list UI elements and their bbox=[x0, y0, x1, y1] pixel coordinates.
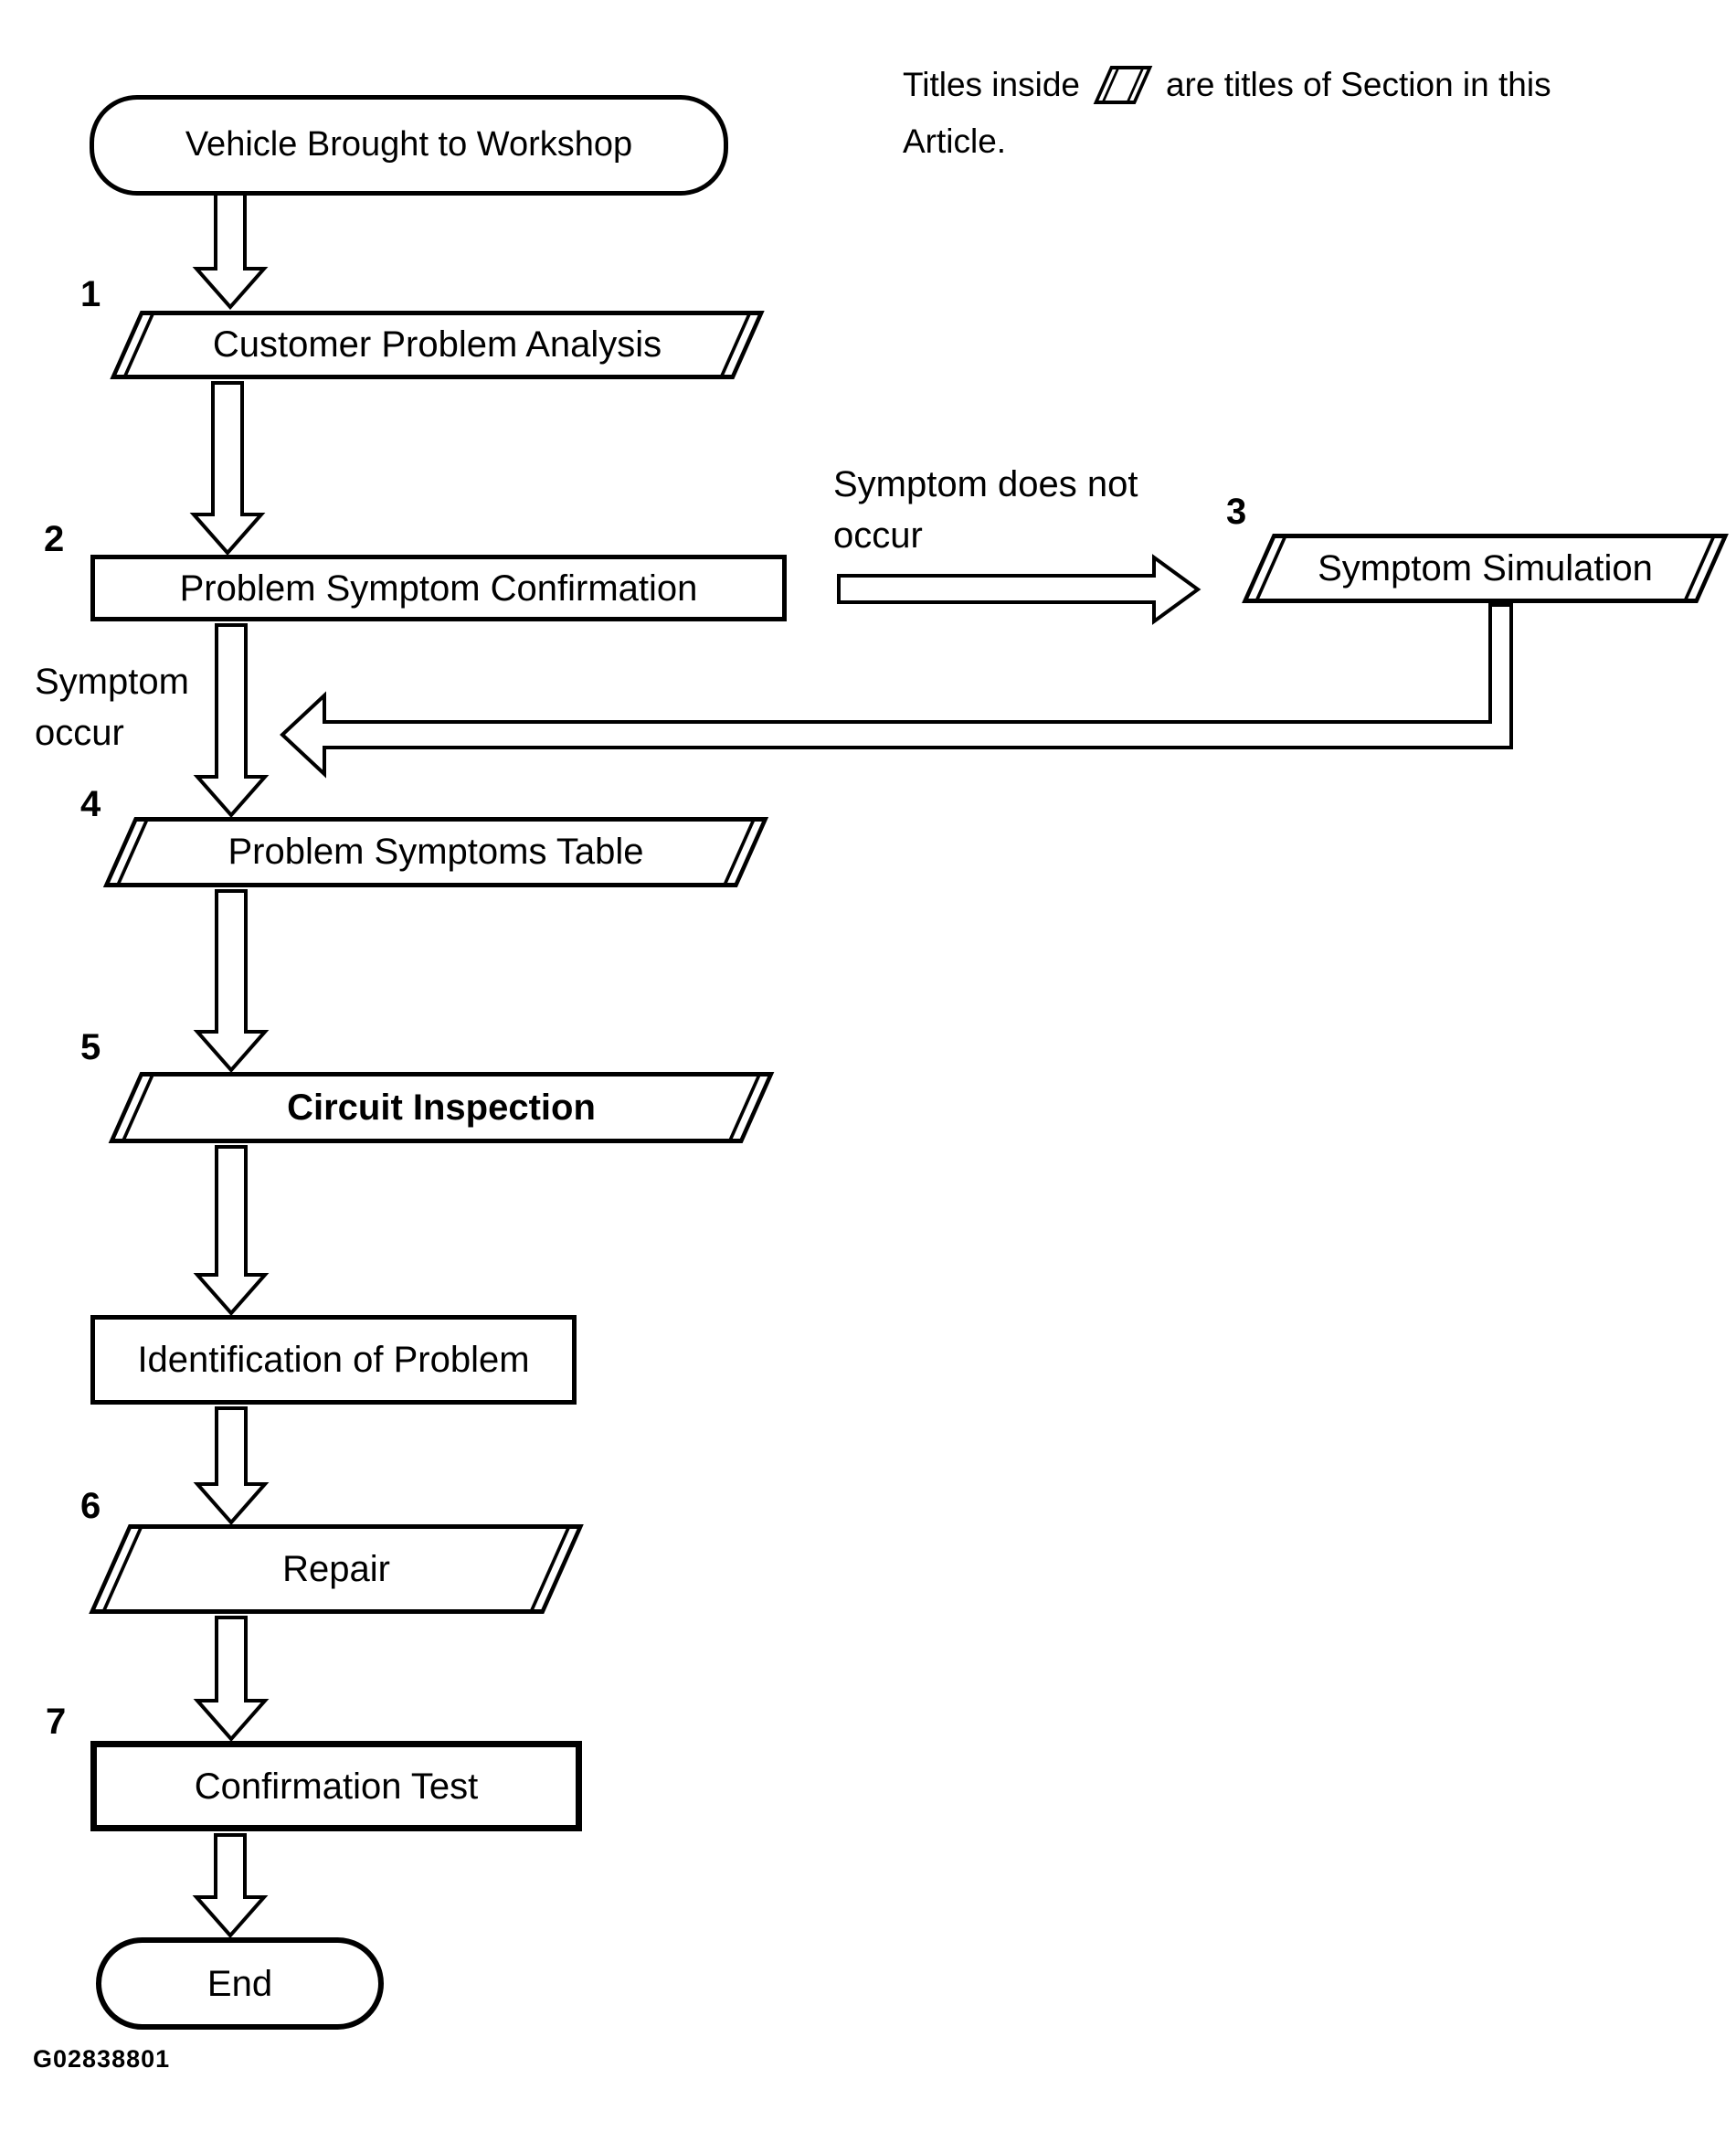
legend-prefix: Titles inside bbox=[903, 66, 1080, 103]
arrow-psc-to-symptom-simulation bbox=[837, 554, 1201, 625]
arrow-psc-to-problem-symptoms-table bbox=[193, 623, 270, 819]
arrow-start-to-customer-problem-analysis bbox=[192, 189, 269, 311]
step-number-4: 4 bbox=[80, 784, 101, 824]
node-cpa-label: Customer Problem Analysis bbox=[212, 324, 662, 365]
arrow-confirmation-test-to-end bbox=[192, 1833, 269, 1939]
figure-code: G02838801 bbox=[33, 2045, 171, 2073]
node-end-label: End bbox=[206, 1963, 273, 2004]
arrow-repair-to-confirmation-test bbox=[193, 1616, 270, 1743]
legend-line-2: Article. bbox=[903, 122, 1007, 160]
parallelogram-icon bbox=[1093, 66, 1153, 104]
node-problem-symptom-confirmation: Problem Symptom Confirmation bbox=[90, 555, 787, 621]
step-number-3: 3 bbox=[1226, 492, 1247, 532]
node-start: Vehicle Brought to Workshop bbox=[90, 95, 728, 196]
node-psc-label: Problem Symptom Confirmation bbox=[179, 567, 698, 609]
node-problem-symptoms-table: Problem Symptoms Table bbox=[102, 817, 769, 887]
node-ss-label: Symptom Simulation bbox=[1318, 547, 1653, 589]
legend-suffix: are titles of Section in this bbox=[1165, 66, 1551, 103]
arrow-pst-to-circuit-inspection bbox=[193, 889, 270, 1074]
legend: Titles inside are titles of Section in t… bbox=[903, 57, 1707, 170]
step-number-2: 2 bbox=[44, 519, 65, 559]
node-pst-label: Problem Symptoms Table bbox=[228, 832, 644, 872]
node-repair: Repair bbox=[89, 1524, 584, 1614]
step-number-1: 1 bbox=[80, 274, 101, 314]
legend-line-1: Titles inside are titles of Section in t… bbox=[903, 57, 1707, 113]
node-symptom-simulation: Symptom Simulation bbox=[1242, 534, 1729, 603]
node-circuit-inspection: Circuit Inspection bbox=[108, 1072, 775, 1143]
edge-label-symptom-does-not-occur: Symptom does not occur bbox=[833, 464, 1138, 556]
arrow-symptom-simulation-return bbox=[280, 603, 1513, 779]
node-iop-label: Identification of Problem bbox=[137, 1340, 530, 1380]
node-customer-problem-analysis: Customer Problem Analysis bbox=[110, 311, 765, 379]
step-number-6: 6 bbox=[80, 1486, 101, 1526]
arrow-ci-to-identification-of-problem bbox=[193, 1145, 270, 1317]
node-identification-of-problem: Identification of Problem bbox=[90, 1315, 577, 1405]
node-start-label: Vehicle Brought to Workshop bbox=[185, 125, 633, 164]
step-number-7: 7 bbox=[46, 1702, 67, 1742]
node-confirmation-test: Confirmation Test bbox=[90, 1741, 582, 1831]
node-repair-label: Repair bbox=[282, 1548, 390, 1589]
arrow-iop-to-repair bbox=[193, 1406, 270, 1526]
arrow-cpa-to-problem-symptom-confirmation bbox=[189, 381, 266, 557]
edge-label-symptom-occur: Symptom occur bbox=[35, 662, 189, 753]
node-end: End bbox=[96, 1937, 384, 2030]
node-ct-label: Confirmation Test bbox=[194, 1766, 479, 1807]
node-ci-label: Circuit Inspection bbox=[287, 1087, 596, 1128]
step-number-5: 5 bbox=[80, 1027, 101, 1067]
